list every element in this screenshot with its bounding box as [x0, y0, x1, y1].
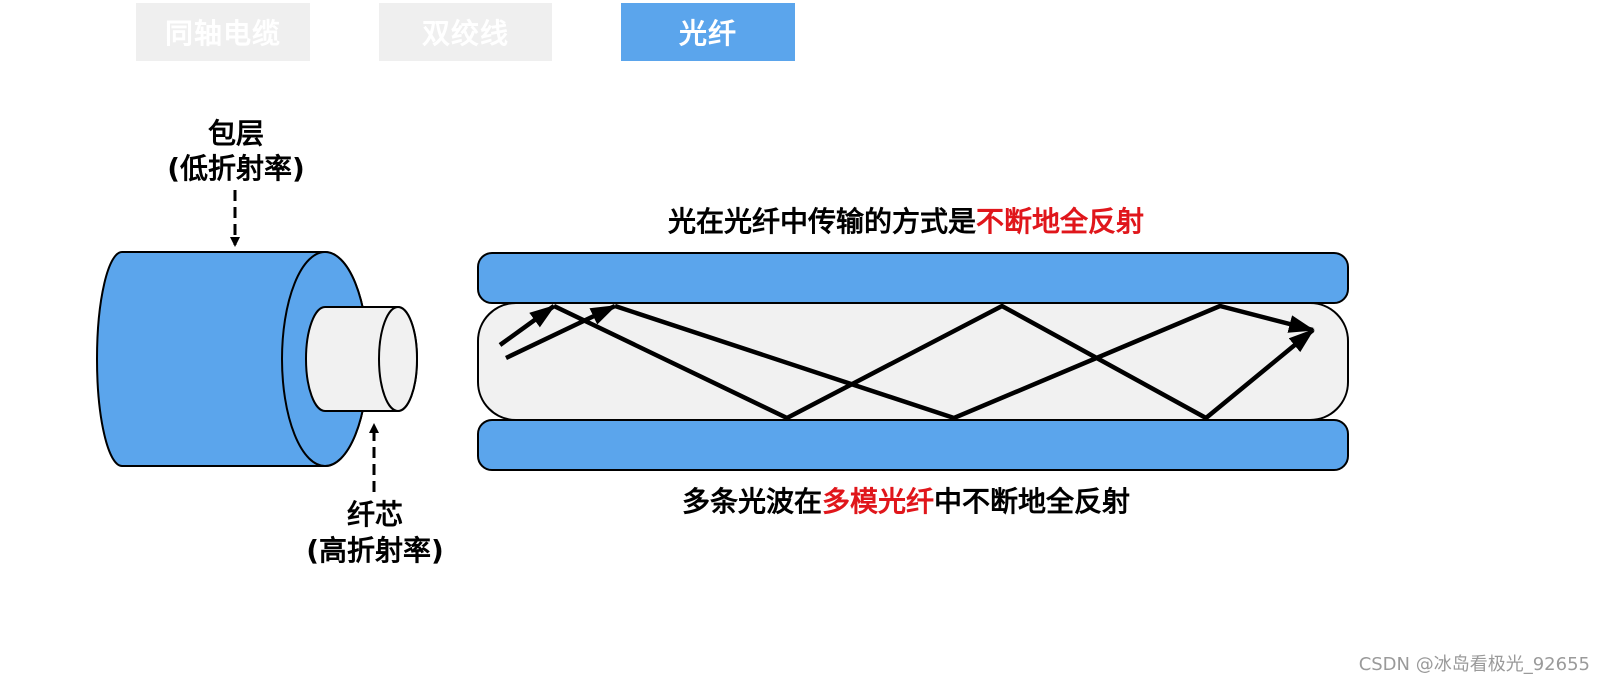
core-label: 纤芯	[347, 498, 403, 531]
bottom-caption-highlight: 多模光纤	[822, 485, 934, 518]
tab-optical-fiber[interactable]: 光纤	[621, 3, 795, 61]
tab-coaxial-cable[interactable]: 同轴电缆	[136, 3, 310, 61]
ray-1-entry-arrow	[498, 304, 556, 347]
light-rays	[498, 303, 1315, 421]
top-caption-prefix: 光在光纤中传输的方式是	[667, 205, 976, 238]
cladding-index-label: (低折射率)	[167, 152, 305, 185]
bottom-caption-prefix: 多条光波在	[682, 485, 822, 518]
cable-cross-section: 包层 (低折射率) 纤芯 (高折射率)	[96, 117, 444, 567]
bottom-caption: 多条光波在多模光纤中不断地全反射	[682, 485, 1130, 518]
bottom-caption-suffix: 中不断地全反射	[934, 485, 1130, 518]
top-caption: 光在光纤中传输的方式是不断地全反射	[667, 205, 1144, 238]
core-index-label: (高折射率)	[306, 534, 444, 567]
ray-2-path	[614, 303, 1315, 421]
ray-1-path	[553, 303, 1315, 421]
watermark: CSDN @冰岛看极光_92655	[1358, 654, 1590, 675]
cladding-label: 包层	[208, 117, 264, 150]
upper-cladding-layer	[477, 252, 1349, 304]
core-cylinder	[305, 306, 418, 412]
top-caption-highlight: 不断地全反射	[976, 205, 1144, 238]
ray-2-entry-arrow	[505, 303, 617, 361]
lower-cladding-layer	[477, 419, 1349, 471]
fiber-longitudinal-view: 光在光纤中传输的方式是不断地全反射 多条光波在多模光纤中不断地全反射	[477, 205, 1349, 518]
tab-twisted-pair[interactable]: 双绞线	[379, 3, 552, 61]
